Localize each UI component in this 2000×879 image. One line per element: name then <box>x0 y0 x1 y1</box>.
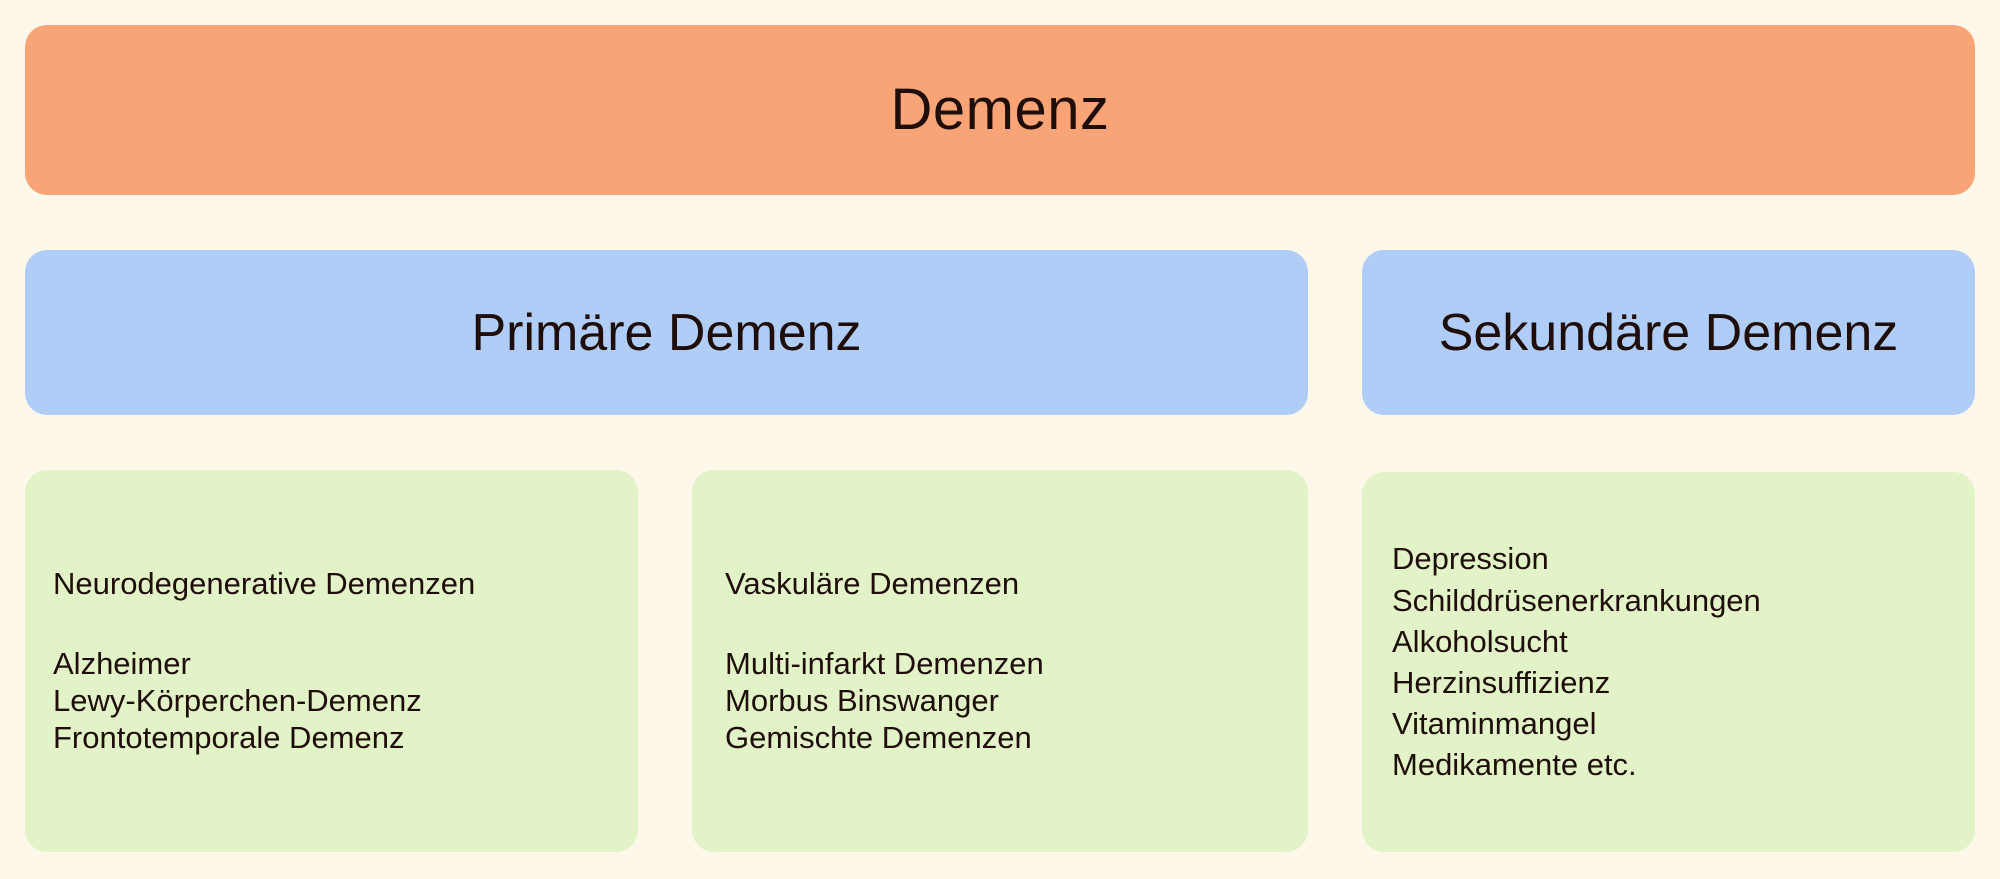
leaf-node-sekundaere-ursachen: Depression Schilddrüsenerkrankungen Alko… <box>1362 472 1975 852</box>
list-item: Alkoholsucht <box>1392 623 1568 659</box>
list-item: Morbus Binswanger <box>725 683 999 718</box>
list-item: Vitaminmangel <box>1392 706 1597 742</box>
category-node-label-secondary: Sekundäre Demenz <box>1438 303 1899 362</box>
leaf-heading-neurodegenerative: Neurodegenerative Demenzen <box>53 565 476 601</box>
leaf-node-vaskulaere: Vaskuläre Demenzen Multi-infarkt Demenze… <box>692 470 1308 852</box>
list-item: Multi-infarkt Demenzen <box>725 646 1044 682</box>
spacer <box>725 602 1308 646</box>
leaf-list-vaskulaere: Multi-infarkt Demenzen Morbus Binswanger… <box>725 646 1308 756</box>
leaf-heading-vaskulaere: Vaskuläre Demenzen <box>725 565 1020 601</box>
category-node-primaere-demenz: Primäre Demenz <box>25 250 1308 415</box>
leaf-node-neurodegenerative: Neurodegenerative Demenzen Alzheimer Lew… <box>25 470 638 852</box>
list-item: Depression <box>1392 541 1549 577</box>
spacer <box>53 602 638 646</box>
root-node-label: Demenz <box>890 77 1110 142</box>
list-item: Lewy-Körperchen-Demenz <box>53 683 422 718</box>
list-item: Alzheimer <box>53 646 191 682</box>
list-item: Medikamente etc. <box>1392 747 1637 783</box>
category-node-label-primary: Primäre Demenz <box>471 303 862 362</box>
leaf-list-sekundaere-ursachen: Depression Schilddrüsenerkrankungen Alko… <box>1392 538 1975 785</box>
category-node-sekundaere-demenz: Sekundäre Demenz <box>1362 250 1975 415</box>
list-item: Frontotemporale Demenz <box>53 719 405 755</box>
list-item: Schilddrüsenerkrankungen <box>1392 582 1761 618</box>
leaf-list-neurodegenerative: Alzheimer Lewy-Körperchen-Demenz Frontot… <box>53 646 638 756</box>
list-item: Herzinsuffizienz <box>1392 665 1611 700</box>
root-node-demenz: Demenz <box>25 25 1975 195</box>
list-item: Gemischte Demenzen <box>725 719 1032 755</box>
